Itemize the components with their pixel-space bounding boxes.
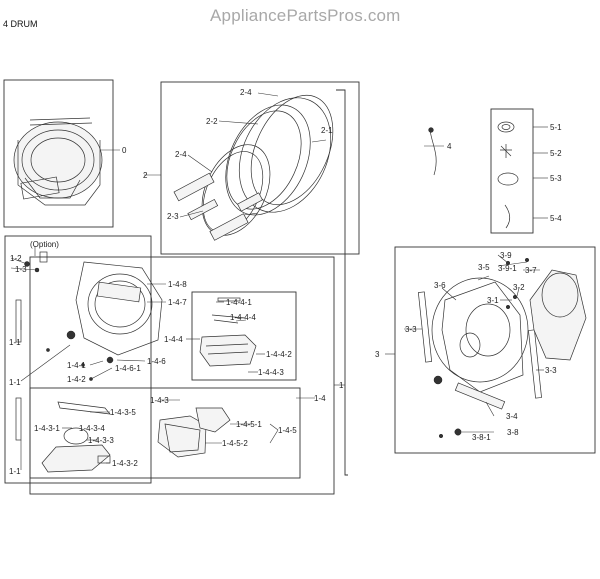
callout-3-3-left: 3-3 bbox=[405, 325, 417, 334]
callout-1-3: 1-3 bbox=[15, 265, 27, 274]
callout-1-4-5-1: 1-4-5-1 bbox=[236, 420, 262, 429]
callout-3-2: 3-2 bbox=[513, 283, 525, 292]
tub-bracket-line bbox=[336, 89, 348, 476]
callout-1-4-3-3: 1-4-3-3 bbox=[88, 436, 114, 445]
callout-1-4-6-1: 1-4-6-1 bbox=[115, 364, 141, 373]
callout-2-3: 2-3 bbox=[167, 212, 179, 221]
callout-1-4-4-3: 1-4-4-3 bbox=[258, 368, 284, 377]
small-parts-box bbox=[490, 108, 534, 234]
lint-duct-part[interactable] bbox=[199, 297, 257, 367]
callout-1-4-5-2: 1-4-5-2 bbox=[222, 439, 248, 448]
callout-3-6: 3-6 bbox=[434, 281, 446, 290]
callout-1-4-3-4: 1-4-3-4 bbox=[79, 424, 105, 433]
drum-assembly-part[interactable] bbox=[13, 117, 103, 206]
callout-1-4-4-2: 1-4-4-2 bbox=[266, 350, 292, 359]
callout-1-4-3-5: 1-4-3-5 bbox=[110, 408, 136, 417]
page-title: 4 DRUM bbox=[3, 19, 38, 29]
callout-4: 4 bbox=[447, 142, 452, 151]
callout-1-4-1: 1-4-1 bbox=[67, 361, 86, 370]
callout-1-4-7: 1-4-7 bbox=[168, 298, 187, 307]
callout-1-4-3: 1-4-3 bbox=[150, 396, 169, 405]
watermark: AppliancePartsPros.com bbox=[210, 6, 401, 25]
lint-duct-box bbox=[191, 291, 297, 381]
callout-0: 0 bbox=[122, 146, 127, 155]
callout-3-1: 3-1 bbox=[487, 296, 499, 305]
callout-1-4-3-1: 1-4-3-1 bbox=[34, 424, 60, 433]
callout-1-4-4-4: 1-4-4-4 bbox=[230, 313, 256, 322]
callout-2-2: 2-2 bbox=[206, 117, 218, 126]
callout-3-3-right: 3-3 bbox=[545, 366, 557, 375]
callout-5-3: 5-3 bbox=[550, 174, 562, 183]
callout-5-2: 5-2 bbox=[550, 149, 562, 158]
callout-1: 1 bbox=[339, 381, 344, 390]
callout-3-9: 3-9 bbox=[500, 251, 512, 260]
callout-3-5: 3-5 bbox=[478, 263, 490, 272]
door-frame-box bbox=[29, 256, 335, 495]
front-frame-part[interactable] bbox=[15, 251, 163, 441]
callout-1-4: 1-4 bbox=[314, 394, 326, 403]
small-parts-part[interactable] bbox=[428, 121, 519, 229]
callout-3-8: 3-8 bbox=[507, 428, 519, 437]
lint-filter-box bbox=[29, 387, 301, 479]
callout-3-4: 3-4 bbox=[506, 412, 518, 421]
callout-2: 2 bbox=[143, 171, 148, 180]
leader-lines bbox=[10, 92, 548, 470]
tub-rings-part[interactable] bbox=[173, 82, 349, 246]
tub-rings-box bbox=[160, 81, 360, 255]
callout-1-4-8: 1-4-8 bbox=[168, 280, 187, 289]
callout-1-2: 1-2 bbox=[10, 254, 22, 263]
rear-bracket-part[interactable] bbox=[417, 257, 587, 439]
callout-1-4-2: 1-4-2 bbox=[67, 375, 86, 384]
drum-assembly-box bbox=[3, 79, 114, 228]
callout-2-4-top: 2-4 bbox=[240, 88, 252, 97]
callout-labels: 0 2 2-4 2-2 2-1 2-4 2-3 (Option) 1-2 1-3… bbox=[9, 88, 562, 476]
callout-3: 3 bbox=[375, 350, 380, 359]
callout-1-4-6: 1-4-6 bbox=[147, 357, 166, 366]
callout-3-8-1: 3-8-1 bbox=[472, 433, 491, 442]
callout-5-4: 5-4 bbox=[550, 214, 562, 223]
rear-bracket-box bbox=[394, 246, 596, 454]
callout-1-1-top: 1-1 bbox=[9, 338, 21, 347]
callout-1-4-4: 1-4-4 bbox=[164, 335, 183, 344]
front-frame-box bbox=[4, 235, 152, 484]
callout-1-1-mid: 1-1 bbox=[9, 378, 21, 387]
lint-filter-part[interactable] bbox=[41, 401, 231, 473]
callout-1-1-bottom: 1-1 bbox=[9, 467, 21, 476]
callout-2-4-left: 2-4 bbox=[175, 150, 187, 159]
callout-1-4-4-1: 1-4-4-1 bbox=[226, 298, 252, 307]
callout-5-1: 5-1 bbox=[550, 123, 562, 132]
callout-1-4-3-2: 1-4-3-2 bbox=[112, 459, 138, 468]
callout-3-7: 3-7 bbox=[525, 266, 537, 275]
callout-3-9-1: 3-9-1 bbox=[498, 264, 517, 273]
callout-2-1: 2-1 bbox=[321, 126, 333, 135]
callout-1-4-5: 1-4-5 bbox=[278, 426, 297, 435]
callout-option: (Option) bbox=[30, 240, 59, 249]
